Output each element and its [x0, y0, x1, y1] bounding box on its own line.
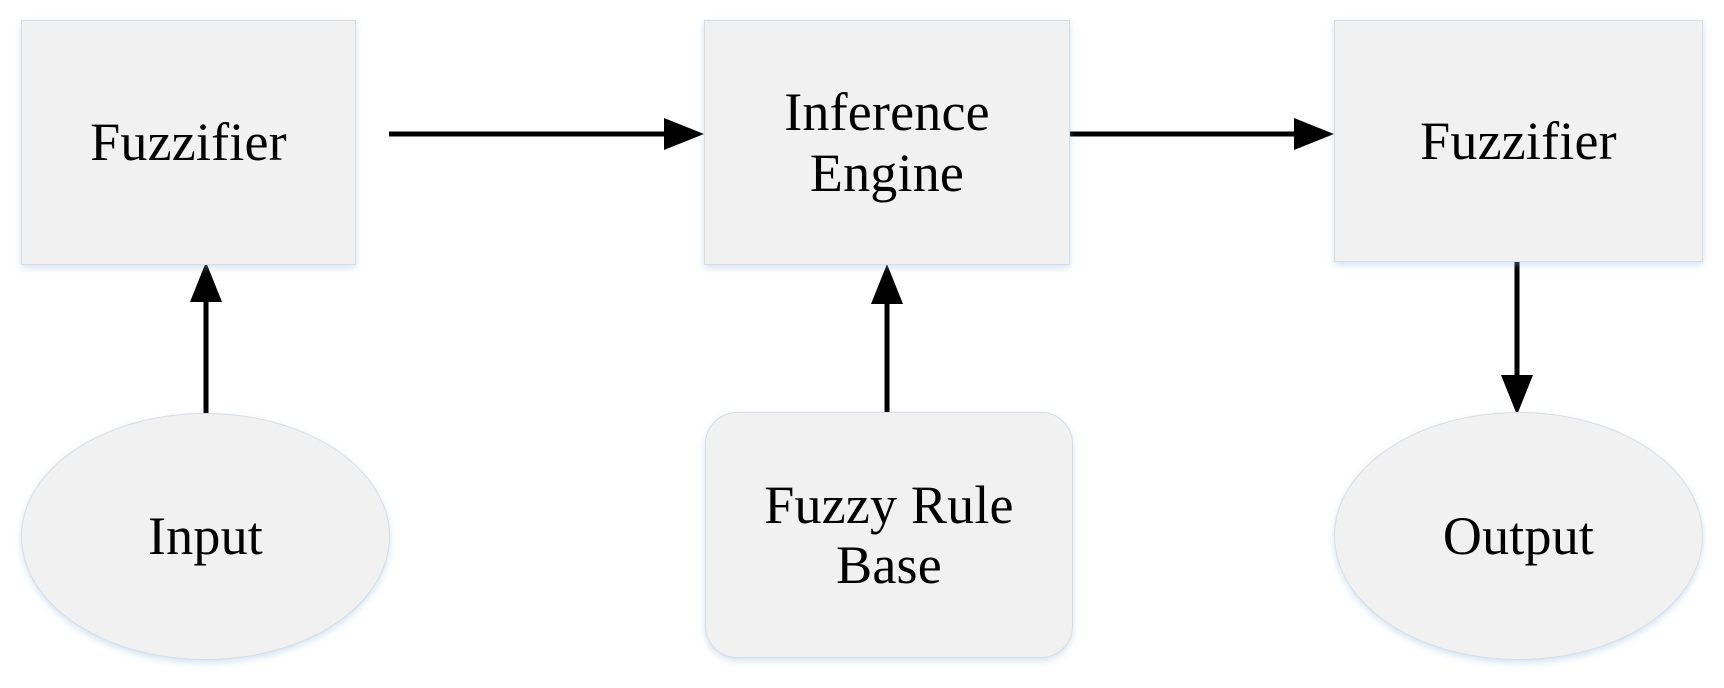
arrow-inference-to-fuzzifier-out — [1070, 118, 1334, 150]
node-input[interactable]: Input — [21, 413, 390, 660]
arrow-rulebase-to-inference — [871, 264, 903, 412]
node-label: Inference Engine — [784, 82, 990, 203]
node-label: Fuzzy Rule Base — [764, 474, 1014, 595]
arrow-input-to-fuzzifier — [190, 262, 222, 415]
node-label: Input — [148, 506, 263, 567]
arrow-head-down-icon — [1501, 375, 1533, 415]
arrow-head-right-icon — [664, 118, 704, 150]
node-label: Output — [1442, 505, 1595, 566]
node-output[interactable]: Output — [1334, 412, 1703, 660]
arrow-head-up-icon — [190, 262, 222, 302]
arrow-fuzzifier-to-inference — [389, 118, 704, 150]
arrow-head-right-icon — [1294, 118, 1334, 150]
node-label: Fuzzifier — [90, 112, 287, 173]
arrow-head-up-icon — [871, 264, 903, 304]
node-fuzzy-rule-base[interactable]: Fuzzy Rule Base — [705, 412, 1073, 658]
node-label: Fuzzifier — [1420, 110, 1617, 171]
arrow-fuzzifier-out-to-output — [1501, 262, 1533, 415]
node-fuzzifier-input[interactable]: Fuzzifier — [21, 20, 356, 265]
node-inference-engine[interactable]: Inference Engine — [704, 20, 1070, 265]
node-fuzzifier-output[interactable]: Fuzzifier — [1334, 20, 1703, 262]
